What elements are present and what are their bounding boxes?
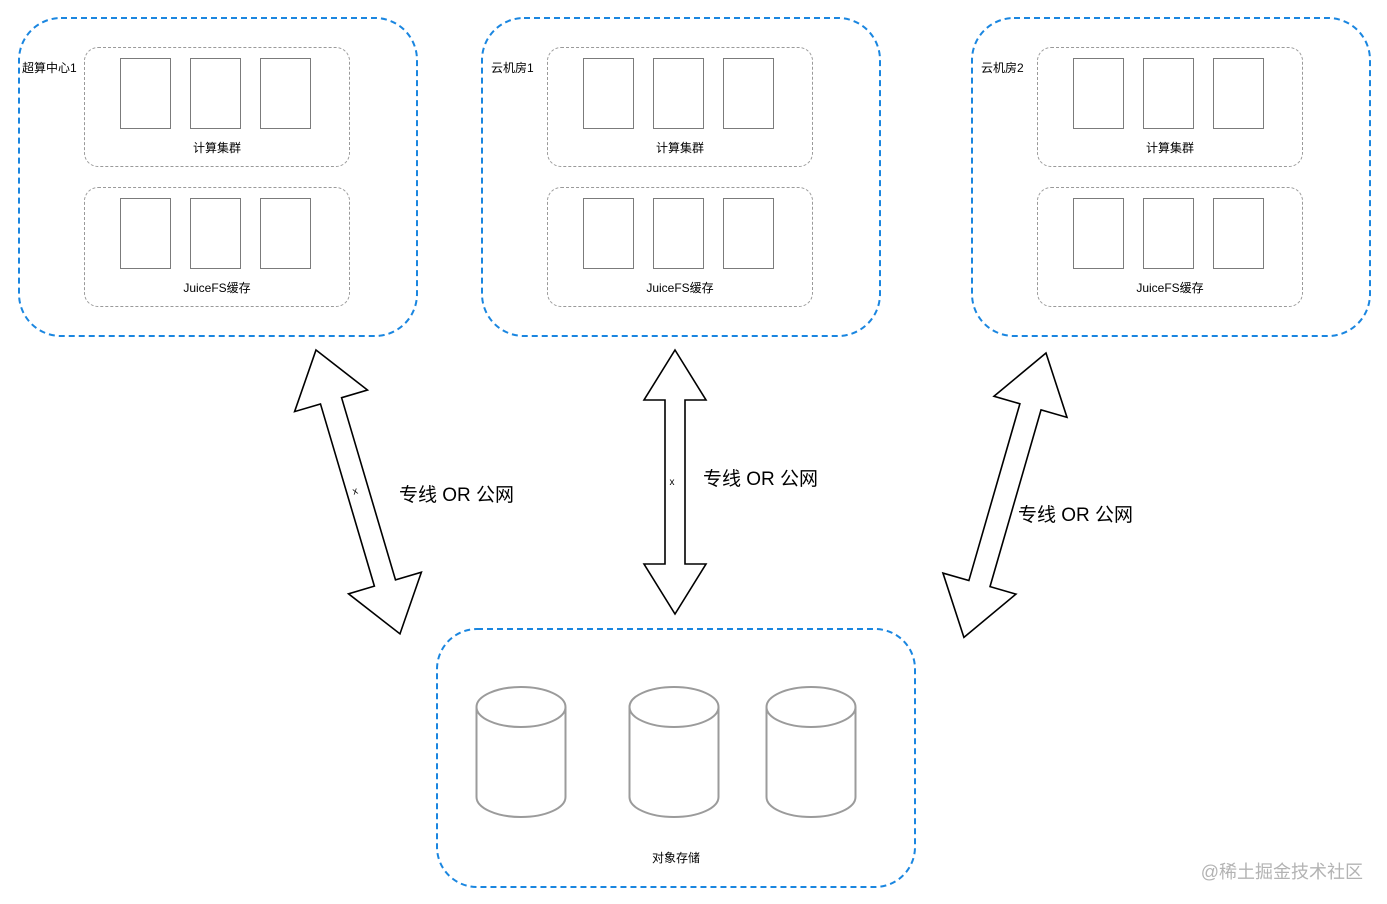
juicefs-cache-label: JuiceFS缓存: [1136, 281, 1204, 295]
compute-node: [653, 58, 704, 129]
juicefs-cache-cluster: JuiceFS缓存: [1037, 187, 1303, 307]
juicefs-cache-label: JuiceFS缓存: [183, 281, 251, 295]
compute-cluster: 计算集群: [1037, 47, 1303, 167]
site-label: 超算中心1: [22, 61, 77, 75]
cache-node: [653, 198, 704, 269]
compute-node: [190, 58, 241, 129]
compute-cluster-label: 计算集群: [1145, 141, 1194, 155]
site-supercomputing-center-1: 超算中心1 计算集群 JuiceFS缓存: [18, 17, 418, 337]
storage-cylinder: [628, 686, 720, 818]
link-arrow-center: [642, 348, 708, 616]
cache-node: [190, 198, 241, 269]
link-label-center: 专线 OR 公网: [703, 469, 819, 490]
compute-node: [260, 58, 311, 129]
cache-node: [1213, 198, 1264, 269]
link-arrow-left: [293, 348, 423, 636]
site-label: 云机房2: [981, 61, 1024, 75]
link-label-left: 专线 OR 公网: [399, 485, 515, 506]
site-cloud-datacenter-1: 云机房1 计算集群 JuiceFS缓存: [481, 17, 881, 337]
cache-node: [1143, 198, 1194, 269]
object-storage-label: 对象存储: [651, 851, 700, 865]
cache-node: [260, 198, 311, 269]
cache-node: [723, 198, 774, 269]
object-storage: 对象存储: [436, 628, 916, 888]
storage-frame: [436, 628, 916, 888]
link-marker: x: [670, 477, 675, 488]
compute-node: [1213, 58, 1264, 129]
compute-cluster: 计算集群: [547, 47, 813, 167]
compute-cluster-label: 计算集群: [192, 141, 241, 155]
compute-node: [583, 58, 634, 129]
compute-cluster-label: 计算集群: [655, 141, 704, 155]
compute-node: [120, 58, 171, 129]
juicefs-cache-cluster: JuiceFS缓存: [84, 187, 350, 307]
cache-node: [1073, 198, 1124, 269]
storage-cylinder: [475, 686, 567, 818]
cache-node: [583, 198, 634, 269]
site-label: 云机房1: [491, 61, 534, 75]
link-label-right: 专线 OR 公网: [1018, 505, 1134, 526]
storage-cylinder: [765, 686, 857, 818]
watermark: @稀土掘金技术社区: [1200, 862, 1363, 882]
site-cloud-datacenter-2: 云机房2 计算集群 JuiceFS缓存: [971, 17, 1371, 337]
cache-node: [120, 198, 171, 269]
compute-node: [1143, 58, 1194, 129]
juicefs-cache-cluster: JuiceFS缓存: [547, 187, 813, 307]
compute-node: [723, 58, 774, 129]
compute-cluster: 计算集群: [84, 47, 350, 167]
link-marker: x: [351, 486, 359, 498]
link-arrow-right: [941, 351, 1069, 639]
juicefs-cache-label: JuiceFS缓存: [646, 281, 714, 295]
compute-node: [1073, 58, 1124, 129]
